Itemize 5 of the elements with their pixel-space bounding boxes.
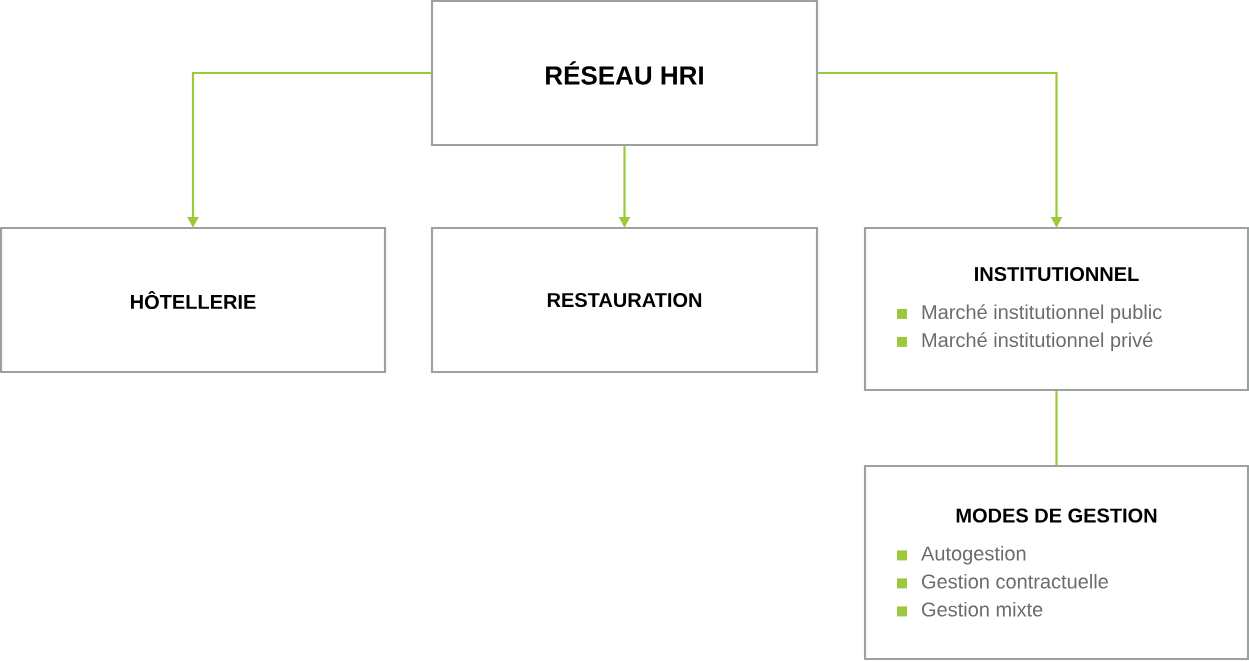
category-box: INSTITUTIONNEL Marché institutionnel public Marché institutionnel privé xyxy=(863,226,1249,392)
category-box: HÔTELLERIE xyxy=(0,226,387,374)
category-box: RÉSEAU HRI xyxy=(430,0,819,147)
category-box: RESTAURATION xyxy=(430,226,819,374)
category-box: MODES DE GESTION Autogestion Gestion contractuelle Gestion mixte xyxy=(863,464,1249,661)
